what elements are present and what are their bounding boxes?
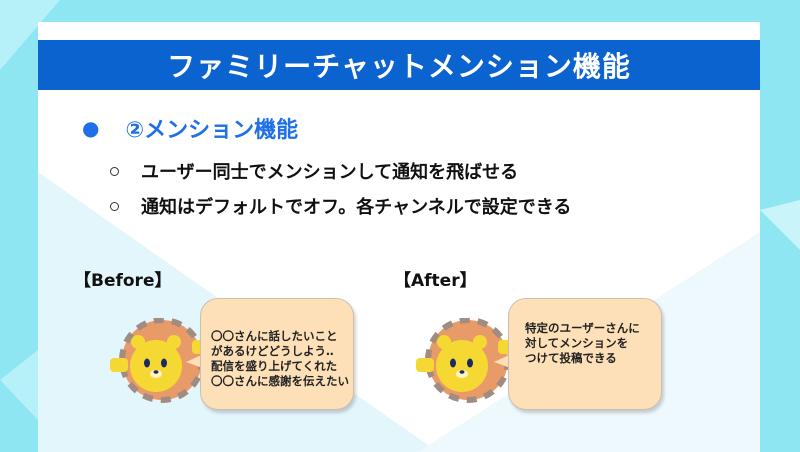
bullet-text: ユーザー同士でメンションして通知を飛ばせる — [141, 162, 519, 183]
section-heading-text: ②メンション機能 — [125, 118, 299, 143]
bullet-item: 通知はデフォルトでオフ。各チャンネルで設定できる — [110, 193, 571, 219]
page-title: ファミリーチャットメンション機能 — [167, 50, 631, 83]
bullet-circle-icon — [110, 166, 119, 176]
bubble-line: 〇〇さんに感謝を伝えたい — [211, 374, 349, 388]
lion-mascot-icon — [110, 318, 208, 403]
bullet-item: ユーザー同士でメンションして通知を飛ばせる — [110, 158, 518, 184]
title-bar: ファミリーチャットメンション機能 — [38, 40, 760, 90]
before-speech-bubble: 〇〇さんに話したいこと があるけどどうしよう‥ 配信を盛り上げてくれた 〇〇さん… — [200, 298, 354, 410]
before-label: 【Before】 — [74, 271, 172, 291]
bullet-text: 通知はデフォルトでオフ。各チャンネルで設定できる — [141, 197, 572, 218]
bubble-line: つけて投稿できる — [525, 351, 617, 365]
bullet-dot-icon: ● — [82, 116, 100, 140]
section-heading: ● ②メンション機能 — [82, 112, 298, 144]
bubble-line: 特定のユーザーさんに — [525, 321, 640, 335]
bubble-line: があるけどどうしよう‥ — [211, 344, 334, 358]
after-label: 【After】 — [394, 271, 477, 291]
bubble-line: 対してメンションを — [525, 336, 629, 350]
bubble-line: 〇〇さんに話したいこと — [211, 329, 338, 343]
slide: ファミリーチャットメンション機能 ● ②メンション機能 ユーザー同士でメンション… — [38, 22, 760, 452]
after-speech-bubble: 特定のユーザーさんに 対してメンションを つけて投稿できる — [508, 298, 662, 410]
bullet-circle-icon — [110, 201, 119, 211]
bubble-line: 配信を盛り上げてくれた — [211, 359, 338, 373]
